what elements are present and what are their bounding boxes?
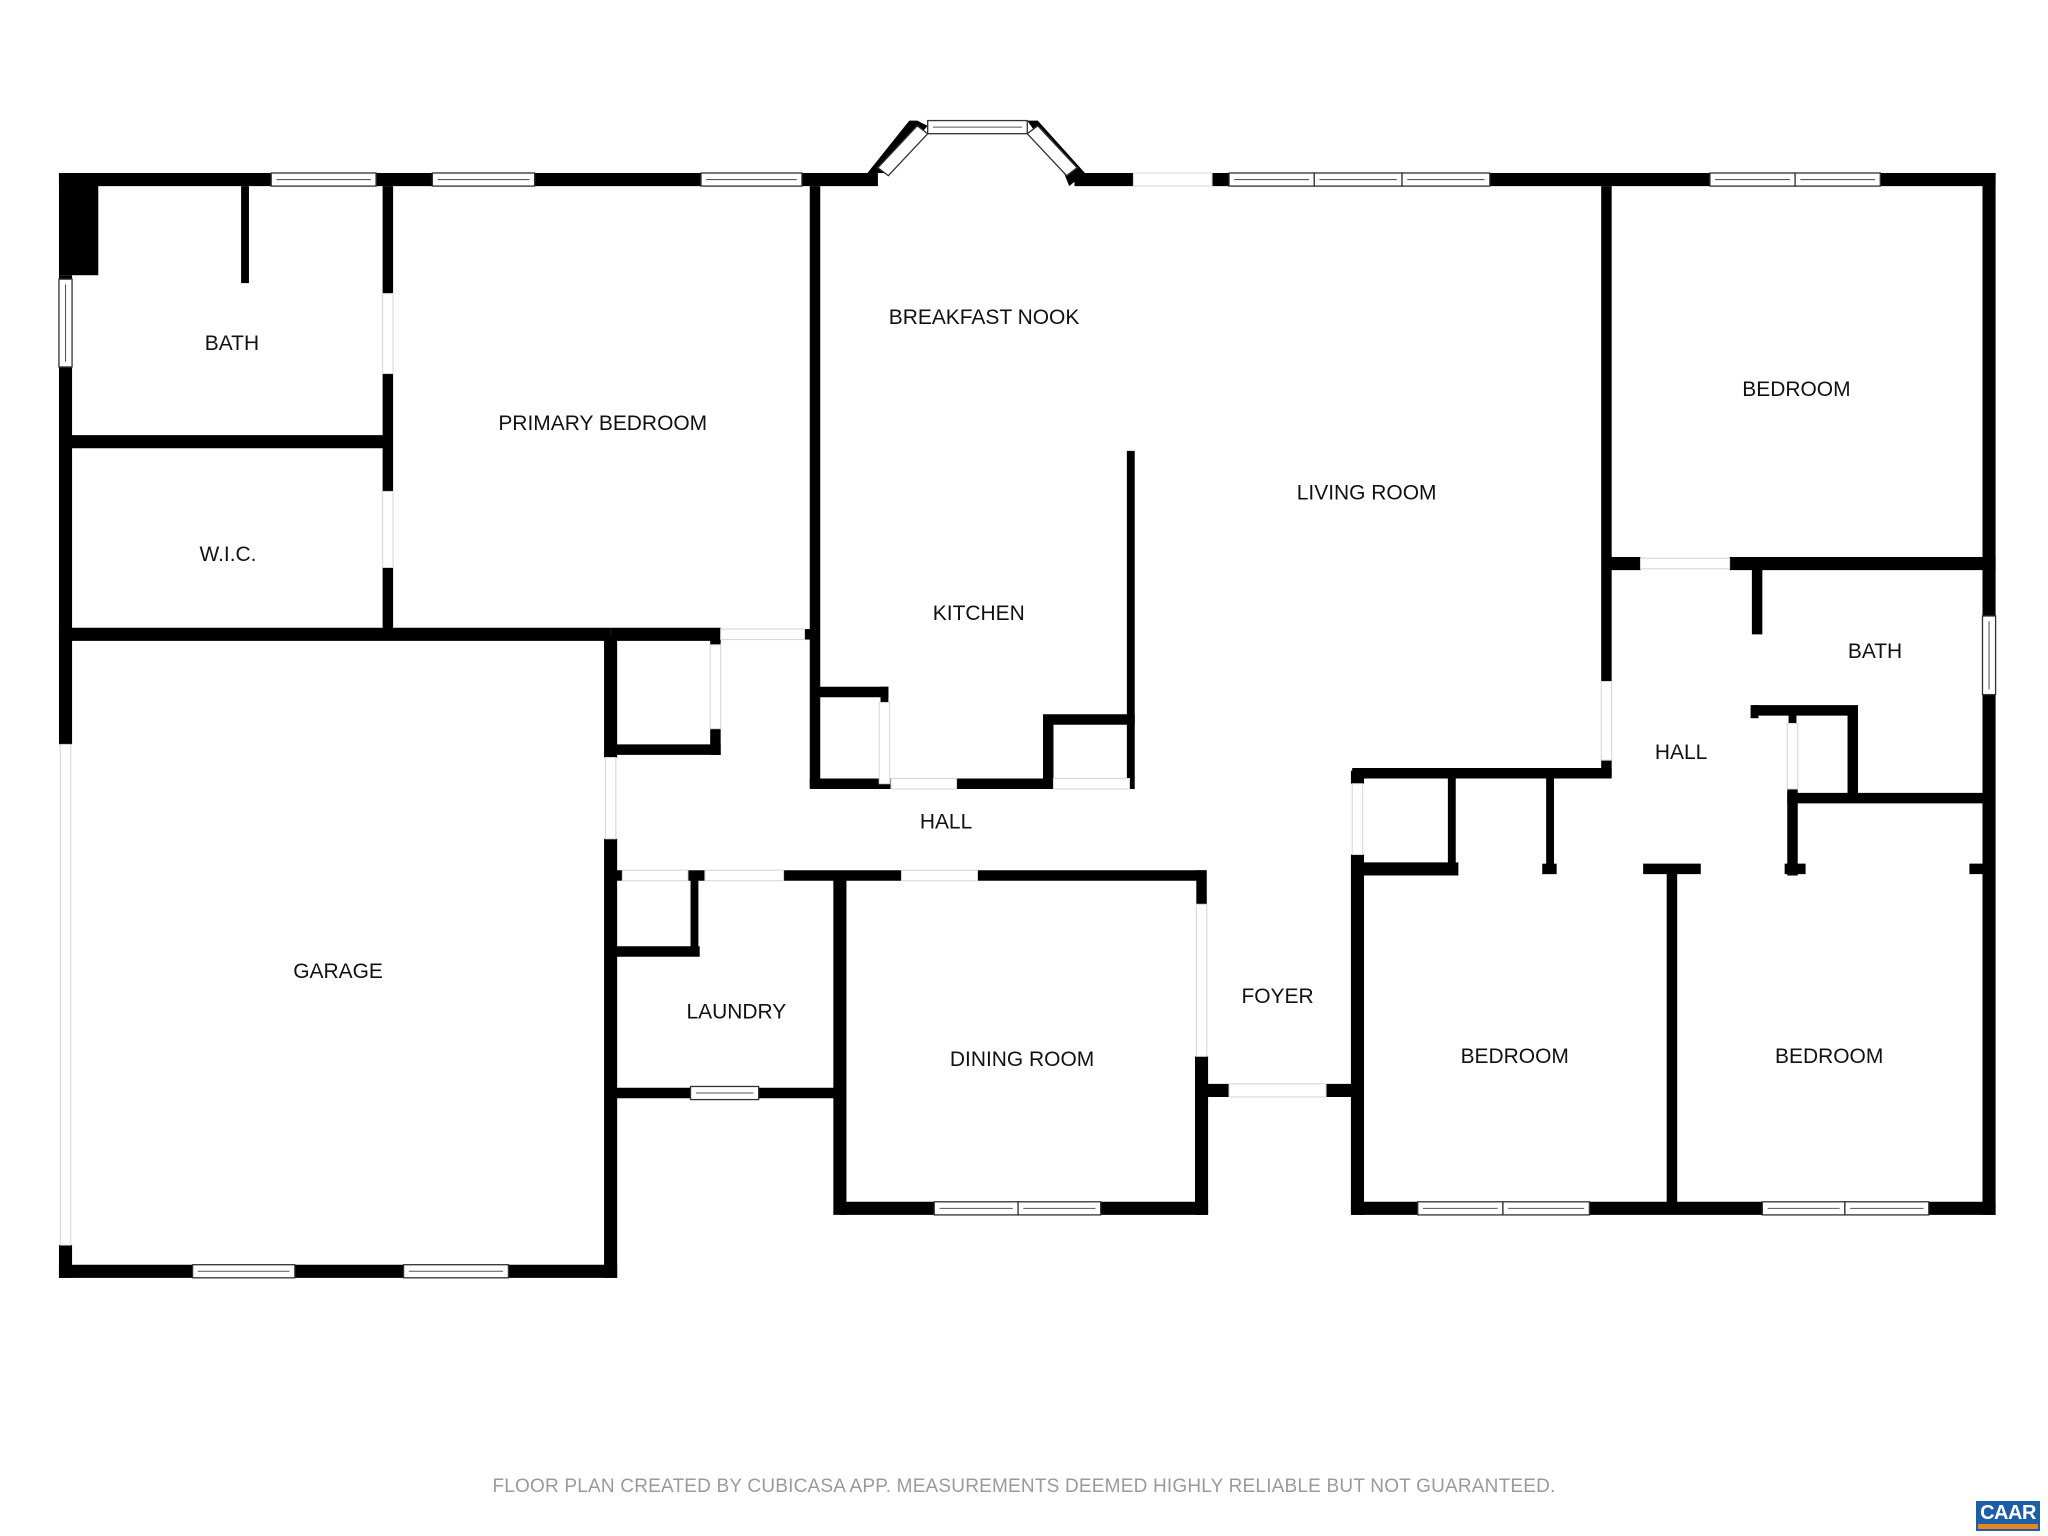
room-label-breakfast-nook: BREAKFAST NOOK [889,306,1080,329]
disclaimer-footer: FLOOR PLAN CREATED BY CUBICASA APP. MEAS… [492,1476,1556,1497]
door-openings [59,293,1799,1246]
room-label-foyer: FOYER [1241,985,1313,1008]
room-label-wic: W.I.C. [199,543,256,566]
room-label-primary-bedroom: PRIMARY BEDROOM [498,412,707,435]
caar-logo-text: CAAR [1980,1502,2036,1524]
caar-logo: CAAR [1976,1501,2040,1531]
room-label-living-room: LIVING ROOM [1297,482,1437,505]
caar-logo-bar [1978,1524,2038,1529]
room-label-laundry: LAUNDRY [687,1001,787,1024]
room-label-bedroom-ne: BEDROOM [1742,378,1850,401]
room-label-garage: GARAGE [293,960,383,983]
room-label-dining-room: DINING ROOM [950,1048,1094,1071]
walls [58,120,1996,1278]
room-labels: BATH PRIMARY BEDROOM W.I.C. BREAKFAST NO… [199,306,1902,1071]
room-label-hall-central: HALL [920,811,972,834]
room-label-bedroom-s2: BEDROOM [1775,1045,1883,1068]
windows [58,119,1997,1279]
room-label-bedroom-s1: BEDROOM [1461,1045,1569,1068]
room-label-bath-primary: BATH [205,332,259,355]
room-label-kitchen: KITCHEN [933,602,1025,625]
room-label-bath-east: BATH [1848,640,1902,663]
room-label-hall-east: HALL [1655,741,1707,764]
